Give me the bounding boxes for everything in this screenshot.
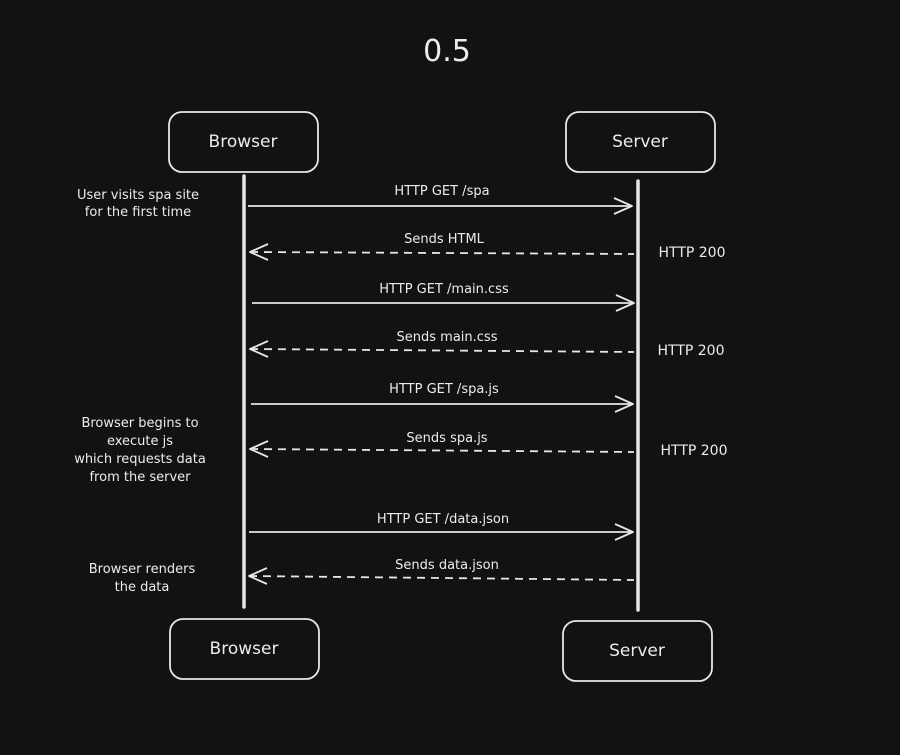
- message-5: HTTP GET /spa.js: [251, 382, 634, 413]
- svg-text:Browser begins to: Browser begins to: [81, 416, 198, 431]
- message-label: HTTP GET /spa: [394, 184, 489, 199]
- message-label: HTTP GET /spa.js: [389, 382, 499, 397]
- diagram-title: 0.5: [423, 34, 471, 69]
- status-label: HTTP 200: [661, 443, 728, 459]
- note-execute-js: Browser begins to execute js which reque…: [74, 416, 206, 485]
- browser-participant-bottom-label: Browser: [210, 639, 279, 659]
- status-label: HTTP 200: [658, 343, 725, 359]
- message-label: HTTP GET /main.css: [379, 282, 509, 297]
- server-participant-bottom-label: Server: [609, 641, 665, 661]
- svg-text:which requests data: which requests data: [74, 452, 206, 467]
- message-label: Sends data.json: [395, 558, 499, 573]
- browser-participant-top: Browser: [168, 111, 319, 173]
- message-label: Sends spa.js: [406, 431, 487, 446]
- server-participant-top: Server: [565, 111, 716, 173]
- message-6: Sends spa.js HTTP 200: [249, 431, 728, 459]
- svg-text:execute js: execute js: [107, 434, 173, 449]
- note-render-data: Browser renders the data: [89, 562, 196, 595]
- message-8: Sends data.json: [248, 558, 635, 585]
- message-7: HTTP GET /data.json: [249, 512, 634, 541]
- message-4: Sends main.css HTTP 200: [249, 330, 725, 359]
- message-label: Sends HTML: [404, 232, 485, 247]
- message-label: Sends main.css: [397, 330, 498, 345]
- svg-text:from the server: from the server: [89, 470, 191, 485]
- message-label: HTTP GET /data.json: [377, 512, 509, 527]
- svg-text:the data: the data: [115, 580, 170, 595]
- message-2: Sends HTML HTTP 200: [249, 232, 726, 261]
- svg-text:Browser renders: Browser renders: [89, 562, 196, 577]
- browser-participant-bottom: Browser: [169, 618, 320, 680]
- browser-participant-top-label: Browser: [209, 132, 278, 152]
- message-1: HTTP GET /spa: [248, 184, 633, 215]
- svg-text:User visits spa site: User visits spa site: [77, 188, 199, 203]
- server-participant-top-label: Server: [612, 132, 668, 152]
- svg-text:for the first time: for the first time: [85, 205, 191, 220]
- server-participant-bottom: Server: [562, 620, 713, 682]
- note-first-visit: User visits spa site for the first time: [77, 188, 199, 220]
- status-label: HTTP 200: [659, 245, 726, 261]
- message-3: HTTP GET /main.css: [252, 282, 635, 312]
